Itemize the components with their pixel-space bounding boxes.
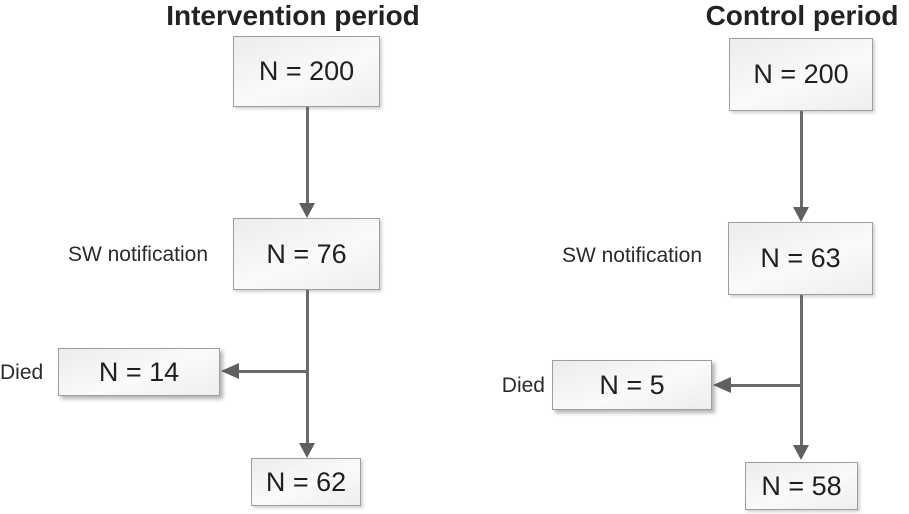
intervention-arrow-notified-to-died-line — [239, 370, 309, 373]
intervention-panel-title: Intervention period — [166, 0, 420, 31]
intervention-arrow-down-icon — [299, 203, 315, 218]
intervention-arrow-start-to-notified-line — [306, 107, 309, 203]
intervention-start-box: N = 200 — [233, 36, 380, 107]
control-start-value: N = 200 — [753, 59, 849, 89]
control-panel-title: Control period — [705, 0, 899, 31]
intervention-notified-box: N = 76 — [233, 218, 380, 290]
control-notified-value: N = 63 — [760, 243, 841, 273]
control-arrow-down-icon — [793, 207, 809, 222]
control-notified-box: N = 63 — [728, 222, 873, 295]
intervention-sw-notification-label: SW notification — [67, 243, 208, 266]
control-start-box: N = 200 — [729, 38, 873, 111]
control-arrow-left-icon — [713, 377, 731, 393]
control-sw-notification-label: SW notification — [561, 244, 702, 267]
intervention-arrow-down-icon — [299, 443, 315, 458]
control-died-value: N = 5 — [599, 369, 665, 400]
control-remaining-value: N = 58 — [761, 470, 842, 501]
control-died-label: Died — [501, 374, 545, 397]
control-arrow-start-to-notified-line — [800, 111, 803, 207]
intervention-remaining-value: N = 62 — [265, 466, 347, 497]
control-arrow-notified-to-died-line — [731, 384, 803, 387]
intervention-remaining-box: N = 62 — [251, 458, 361, 506]
control-arrow-down-icon — [793, 445, 809, 460]
intervention-died-box: N = 14 — [58, 348, 220, 396]
control-arrow-notified-to-remaining-line — [800, 295, 803, 445]
intervention-arrow-left-icon — [221, 363, 239, 379]
control-died-box: N = 5 — [552, 360, 712, 410]
control-remaining-box: N = 58 — [745, 462, 858, 510]
intervention-notified-value: N = 76 — [266, 238, 347, 269]
intervention-arrow-notified-to-remaining-line — [306, 290, 309, 443]
intervention-start-value: N = 200 — [258, 56, 355, 86]
intervention-died-label: Died — [0, 361, 44, 384]
intervention-died-value: N = 14 — [98, 356, 180, 387]
